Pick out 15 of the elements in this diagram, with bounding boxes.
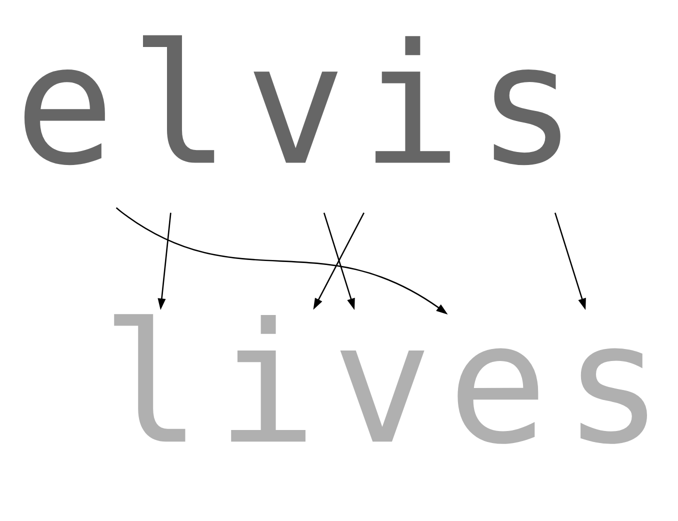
node-text: s (476, 8, 577, 203)
arrow (158, 212, 172, 310)
node-text: l (130, 8, 230, 203)
node-text: e (448, 288, 548, 482)
arrow (313, 212, 364, 310)
arrow (554, 212, 586, 310)
node-text: e (14, 8, 115, 203)
arrow (323, 212, 355, 310)
node-text: v (246, 8, 346, 203)
node-text: i (216, 288, 317, 482)
node-text: l (101, 288, 202, 482)
node-text: s (563, 288, 664, 482)
node-text: i (361, 8, 462, 203)
node-text: v (332, 288, 432, 482)
arrow (116, 207, 448, 314)
